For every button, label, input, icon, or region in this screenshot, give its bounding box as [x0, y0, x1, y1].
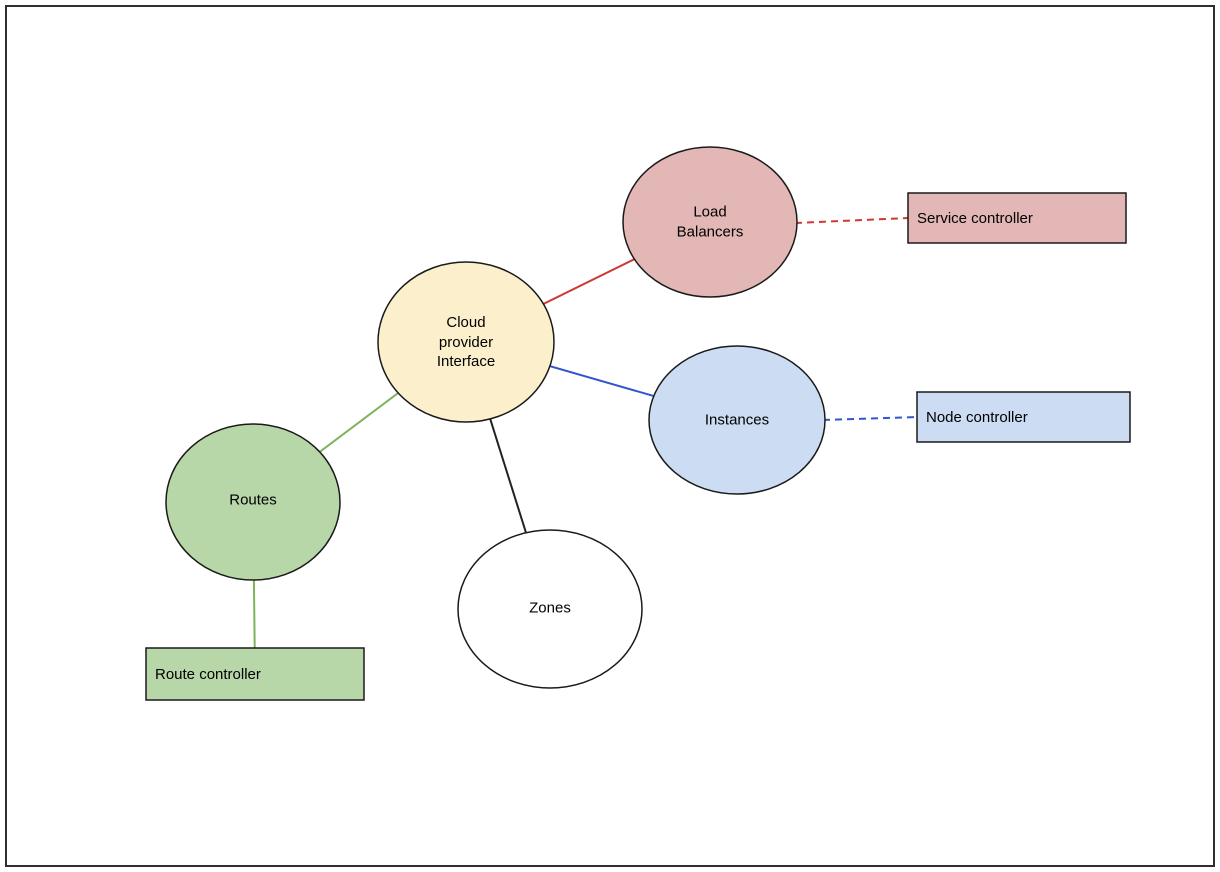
node-instances: [648, 345, 826, 495]
edge-instances-to-node-controller: [822, 416, 918, 421]
label-service-controller: Service controller: [917, 209, 1033, 227]
box-node-controller: [916, 391, 1131, 443]
label-node-controller: Node controller: [926, 408, 1028, 426]
label-zones: Zones: [529, 599, 571, 617]
label-instances: Instances: [704, 411, 770, 429]
node-routes: [165, 423, 341, 581]
node-load-balancers: [622, 146, 798, 298]
edge-load-balancers-to-service-controller: [794, 217, 909, 224]
node-cloud-provider-interface: [377, 261, 555, 423]
box-route-controller: [145, 647, 365, 701]
node-zones: [457, 529, 643, 689]
label-cloud-provider-interface: Cloud provider Interface: [436, 313, 496, 370]
box-service-controller: [907, 192, 1127, 244]
label-routes: Routes: [229, 491, 277, 509]
label-route-controller: Route controller: [155, 665, 261, 683]
label-load-balancers: Load Balancers: [676, 203, 744, 241]
